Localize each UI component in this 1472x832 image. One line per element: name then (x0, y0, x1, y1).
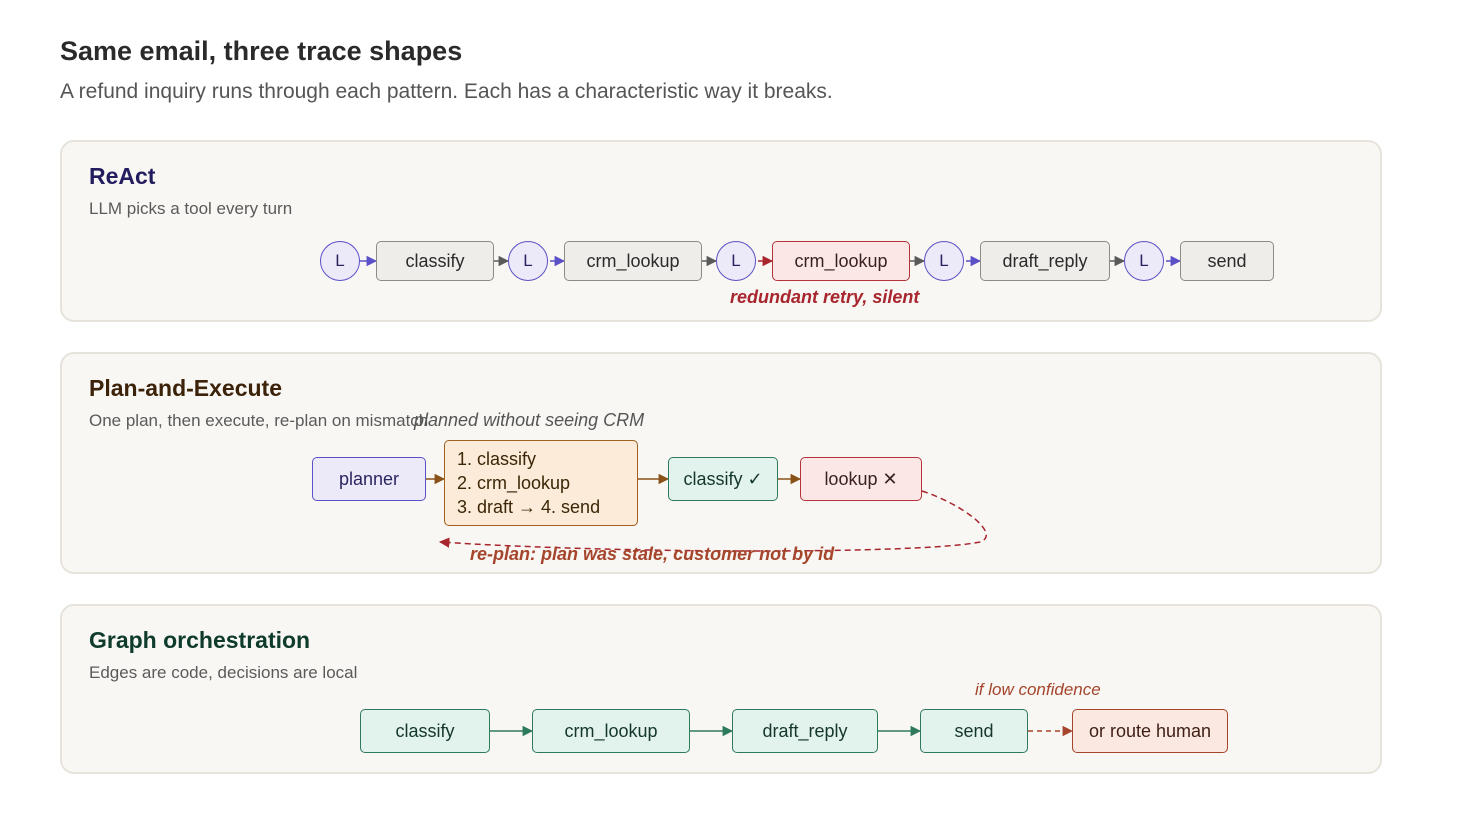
react-panel: ReAct LLM picks a tool every turn L clas… (60, 140, 1382, 322)
react-title: ReAct (89, 163, 156, 189)
graph-step-classify: classify (360, 709, 490, 753)
plan-step-2: 2. crm_lookup (457, 473, 571, 493)
graph-subtitle: Edges are code, decisions are local (89, 663, 358, 682)
react-step-classify: classify (376, 241, 494, 281)
react-subtitle: LLM picks a tool every turn (89, 199, 293, 218)
planner-note: planned without seeing CRM (414, 410, 645, 430)
plan-step-3: 3. draft → 4. send (457, 497, 601, 517)
plan-step-1: 1. classify (457, 449, 537, 469)
llm-node-2: L (508, 241, 548, 281)
replan-note: re-plan: plan was stale, customer not by… (470, 544, 835, 564)
exec-classify-node: classify ✓ (668, 457, 778, 501)
react-step-crm-lookup: crm_lookup (564, 241, 702, 281)
plan-list-node: 1. classify 2. crm_lookup 3. draft → 4. … (444, 440, 638, 526)
react-arrows (342, 255, 1182, 267)
page-subtitle: A refund inquiry runs through each patte… (60, 80, 833, 103)
planner-node: planner (312, 457, 426, 501)
react-step-crm-lookup-retry: crm_lookup (772, 241, 910, 281)
fallback-note: if low confidence (975, 680, 1101, 699)
plan-title: Plan-and-Execute (89, 375, 282, 401)
graph-panel: Graph orchestration Edges are code, deci… (60, 604, 1382, 774)
plan-panel: Plan-and-Execute One plan, then execute,… (60, 352, 1382, 574)
react-step-draft-reply: draft_reply (980, 241, 1110, 281)
graph-step-draft-reply: draft_reply (732, 709, 878, 753)
graph-step-send: send (920, 709, 1028, 753)
plan-subtitle: One plan, then execute, re-plan on misma… (89, 411, 429, 430)
react-step-send: send (1180, 241, 1274, 281)
page-title: Same email, three trace shapes (60, 36, 463, 66)
llm-node-3: L (716, 241, 756, 281)
graph-route-human: or route human (1072, 709, 1228, 753)
graph-title: Graph orchestration (89, 627, 311, 653)
llm-node-1: L (320, 241, 360, 281)
graph-step-crm-lookup: crm_lookup (532, 709, 690, 753)
llm-node-4: L (924, 241, 964, 281)
exec-lookup-node: lookup ✕ (800, 457, 922, 501)
llm-node-5: L (1124, 241, 1164, 281)
react-annotation: redundant retry, silent (730, 287, 920, 307)
